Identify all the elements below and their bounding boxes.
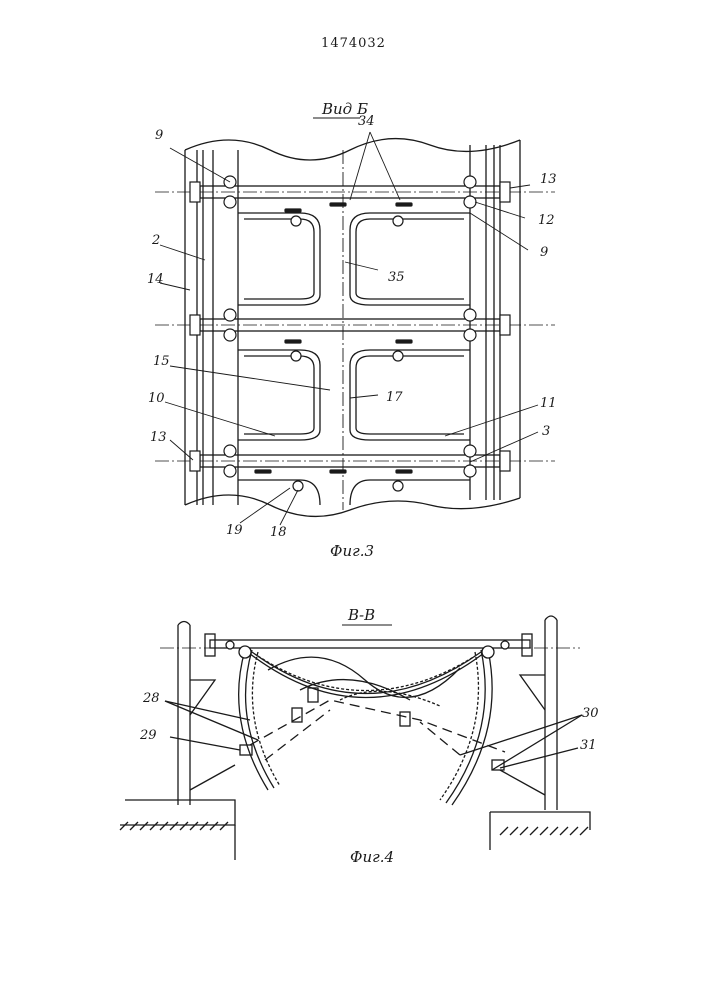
fig4-label-31: 31	[580, 738, 597, 753]
fig4-label-29: 29	[140, 728, 157, 743]
fig4-label-30: 30	[582, 706, 599, 721]
fig4-label-28: 28	[143, 691, 160, 706]
fig4-caption: Фиг.4	[350, 848, 394, 866]
fig4-section-title: В-В	[348, 606, 375, 624]
